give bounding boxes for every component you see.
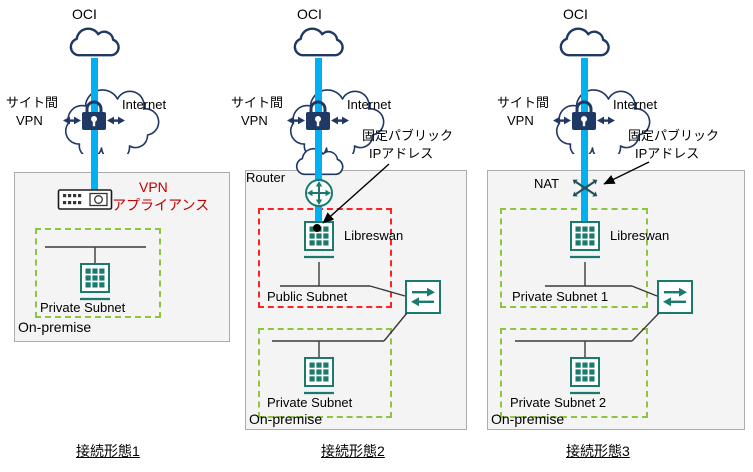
site-to-site-label-3: サイト間 <box>497 95 550 110</box>
vpn-label-1: VPN <box>16 113 43 128</box>
switch-icon <box>404 279 442 315</box>
oci-cloud-icon <box>556 27 612 61</box>
private-subnet-2-box-3 <box>500 328 648 418</box>
nat-icon <box>570 173 600 203</box>
site-to-site-label-2: サイト間 <box>231 95 284 110</box>
libreswan-server-icon <box>567 220 603 262</box>
vpn-label-3: VPN <box>507 113 534 128</box>
vpn-tunnel-line-2 <box>315 58 322 224</box>
private-subnet-2-label-3: Private Subnet 2 <box>510 395 607 410</box>
fixed-public-ip-label-2b: IPアドレス <box>369 146 434 161</box>
server-grid-icon <box>567 356 603 398</box>
oci-cloud-icon <box>66 27 122 61</box>
oci-label-2: OCI <box>297 6 322 22</box>
onpremise-label-1: On-premise <box>18 319 92 335</box>
private-subnet-label-2: Private Subnet <box>267 395 353 410</box>
caption-topology-2: 接続形態2 <box>321 443 385 459</box>
oci-label-1: OCI <box>72 6 97 22</box>
private-subnet-box-2 <box>258 328 392 418</box>
oci-cloud-icon <box>290 27 346 61</box>
server-grid-icon <box>301 356 337 398</box>
ipsec-lock-icon <box>286 95 350 139</box>
vpn-label-2: VPN <box>241 113 268 128</box>
caption-topology-3: 接続形態3 <box>566 443 630 459</box>
fixed-public-ip-label-3a: 固定パブリック <box>628 128 720 143</box>
ipsec-lock-icon <box>552 95 616 139</box>
oci-label-3: OCI <box>563 6 588 22</box>
private-subnet-label-1: Private Subnet <box>40 300 126 315</box>
vpn-appliance-icon <box>57 182 113 216</box>
libreswan-label-2: Libreswan <box>344 228 404 243</box>
site-to-site-label-1: サイト間 <box>6 95 59 110</box>
server-grid-icon <box>77 262 113 304</box>
private-subnet-box-1 <box>35 228 161 318</box>
libreswan-server-icon <box>301 220 337 262</box>
internet-label-2: Internet <box>347 97 392 112</box>
libreswan-label-3: Libreswan <box>610 228 670 243</box>
router-icon <box>304 178 334 208</box>
vpn-appliance-label-line2: アプライアンス <box>112 197 210 213</box>
onpremise-box-3 <box>487 170 745 430</box>
vpn-tunnel-line-3 <box>581 58 588 224</box>
private-subnet-1-box-3 <box>500 208 648 308</box>
internet-label-3: Internet <box>613 97 658 112</box>
internet-label-1: Internet <box>122 97 167 112</box>
public-subnet-label-2: Public Subnet <box>267 289 348 304</box>
onpremise-label-3: On-premise <box>491 411 565 427</box>
fixed-public-ip-label-2a: 固定パブリック <box>362 128 454 143</box>
nat-label-3: NAT <box>534 176 560 191</box>
onpremise-label-2: On-premise <box>249 411 323 427</box>
vpn-appliance-label-line1: VPN <box>139 179 168 195</box>
fixed-public-ip-label-3b: IPアドレス <box>635 146 700 161</box>
ipsec-lock-icon <box>62 95 126 139</box>
onpremise-box-1 <box>14 172 230 342</box>
router-label-2: Router <box>246 170 286 185</box>
private-subnet-1-label-3: Private Subnet 1 <box>512 289 609 304</box>
caption-topology-1: 接続形態1 <box>76 443 140 459</box>
switch-icon <box>656 279 694 315</box>
